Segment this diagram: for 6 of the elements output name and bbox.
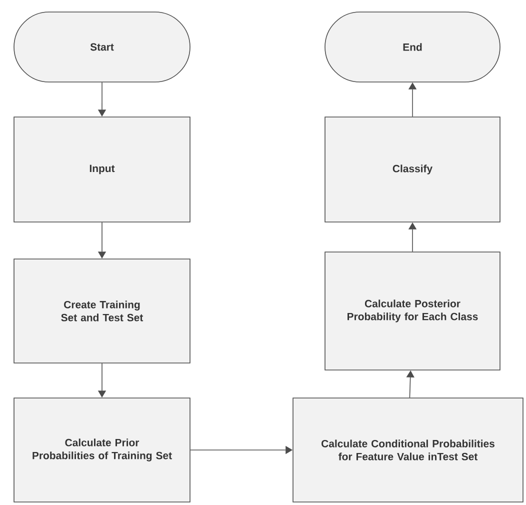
process-box: Calculate Posterior Probability for Each Class: [324, 252, 500, 370]
process-box: Classify: [324, 116, 500, 222]
process-box: Input: [14, 116, 190, 222]
process-box: Calculate Prior Probabilities of Training Set: [14, 398, 190, 502]
process-box: Create Training Set and Test Set: [14, 258, 190, 364]
process-box: Calculate Conditional Probabilities for Feature Value inTest Set: [292, 398, 524, 502]
